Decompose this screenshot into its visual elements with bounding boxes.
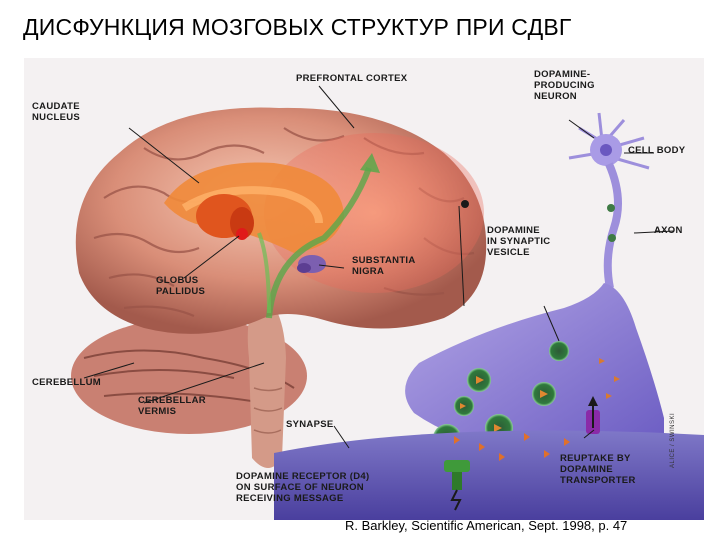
- slide-title: ДИСФУНКЦИЯ МОЗГОВЫХ СТРУКТУР ПРИ СДВГ: [23, 14, 572, 40]
- cerebellum-shape: [71, 318, 307, 434]
- label-vesicle-line2: IN SYNAPTIC: [487, 236, 551, 247]
- dopamine-transporter: [586, 396, 600, 434]
- caudate-nucleus-shape: [164, 162, 344, 253]
- label-substantia-line1: SUBSTANTIA: [352, 255, 416, 266]
- label-dopamine-neuron-line1: DOPAMINE-: [534, 69, 591, 80]
- dopamine-molecules: [454, 433, 570, 461]
- label-cell-body: CELL BODY: [628, 145, 686, 156]
- label-vesicle-line1: DOPAMINE: [487, 225, 540, 236]
- label-vermis-line2: VERMIS: [138, 406, 177, 417]
- illustration-canvas: [24, 58, 704, 520]
- label-reuptake-line2: DOPAMINE: [560, 464, 613, 475]
- label-caudate-line1: CAUDATE: [32, 101, 80, 112]
- dopamine-pathway-arrow: [266, 166, 372, 319]
- label-receptor-line2: ON SURFACE OF NEURON: [236, 482, 364, 493]
- figure-citation: R. Barkley, Scientific American, Sept. 1…: [345, 518, 628, 533]
- dopamine-neuron: [568, 112, 650, 289]
- label-synapse: SYNAPSE: [286, 419, 334, 430]
- label-caudate-line2: NUCLEUS: [32, 112, 81, 123]
- label-vesicle-line3: VESICLE: [487, 247, 530, 258]
- label-reuptake-line3: TRANSPORTER: [560, 475, 636, 486]
- brain-dopamine-illustration: PREFRONTAL CORTEX DOPAMINE- PRODUCING NE…: [24, 58, 704, 520]
- label-globus-line1: GLOBUS: [156, 275, 199, 286]
- label-globus-line2: PALLIDUS: [156, 286, 206, 297]
- globus-pallidus-shape: [230, 207, 254, 239]
- artist-credit: ALICE / SWINSKI: [670, 412, 676, 468]
- label-reuptake-line1: REUPTAKE BY: [560, 453, 631, 464]
- label-dopamine-neuron-line3: NEURON: [534, 91, 577, 102]
- label-prefrontal-cortex: PREFRONTAL CORTEX: [296, 73, 408, 84]
- axon-shape: [603, 162, 622, 289]
- label-receptor-line3: RECEIVING MESSAGE: [236, 493, 344, 504]
- d4-receptor: [444, 460, 470, 511]
- label-vermis-line1: CEREBELLAR: [138, 395, 206, 406]
- globus-pallidus-dot: [236, 228, 248, 240]
- label-receptor-line1: DOPAMINE RECEPTOR (D4): [236, 471, 370, 482]
- prefrontal-cortex-region: [264, 133, 484, 293]
- postsynaptic-membrane: [274, 430, 704, 520]
- label-axon: AXON: [654, 225, 683, 236]
- label-substantia-line2: NIGRA: [352, 266, 385, 277]
- label-cerebellum: CEREBELLUM: [32, 377, 101, 388]
- brainstem-shape: [247, 293, 286, 468]
- label-dopamine-neuron-line2: PRODUCING: [534, 80, 595, 91]
- label-leader-lines: [83, 85, 675, 449]
